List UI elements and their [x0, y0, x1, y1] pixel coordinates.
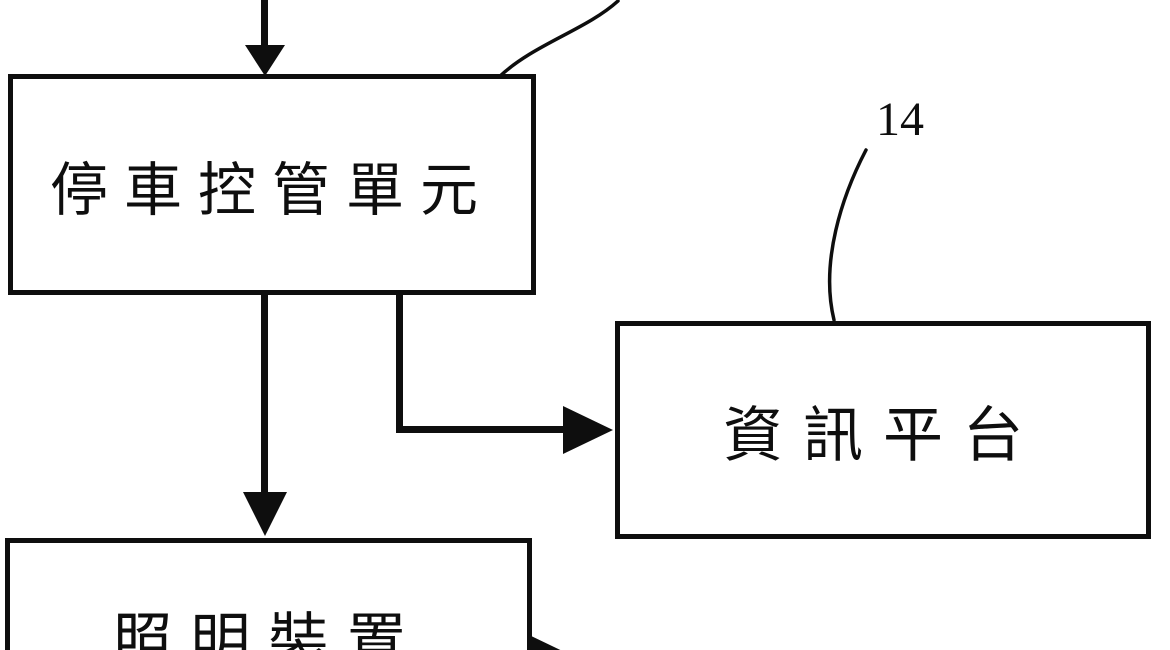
arrowhead-right-icon — [527, 634, 577, 650]
box-information-platform: 資訊平台 — [615, 321, 1151, 539]
leader-line-ref-14-icon — [827, 148, 868, 322]
arrowhead-down-icon — [243, 492, 287, 536]
box-parking-control-unit-label: 停車控管單元 — [49, 155, 494, 224]
box-parking-control-unit: 停車控管單元 — [8, 74, 536, 295]
arrowhead-down-icon — [245, 45, 285, 76]
connector-top-vertical — [261, 0, 268, 50]
connector-branch-horizontal — [396, 426, 566, 433]
box-lighting-device: 照明裝置 — [5, 538, 532, 650]
leader-line-top-right-icon — [497, 0, 620, 79]
connector-middle-vertical — [261, 293, 268, 496]
reference-numeral-14: 14 — [876, 93, 924, 146]
connector-branch-vertical — [396, 293, 403, 433]
box-information-platform-label: 資訊平台 — [723, 400, 1043, 471]
box-lighting-device-label: 照明裝置 — [112, 607, 425, 650]
arrowhead-right-icon — [563, 406, 613, 454]
